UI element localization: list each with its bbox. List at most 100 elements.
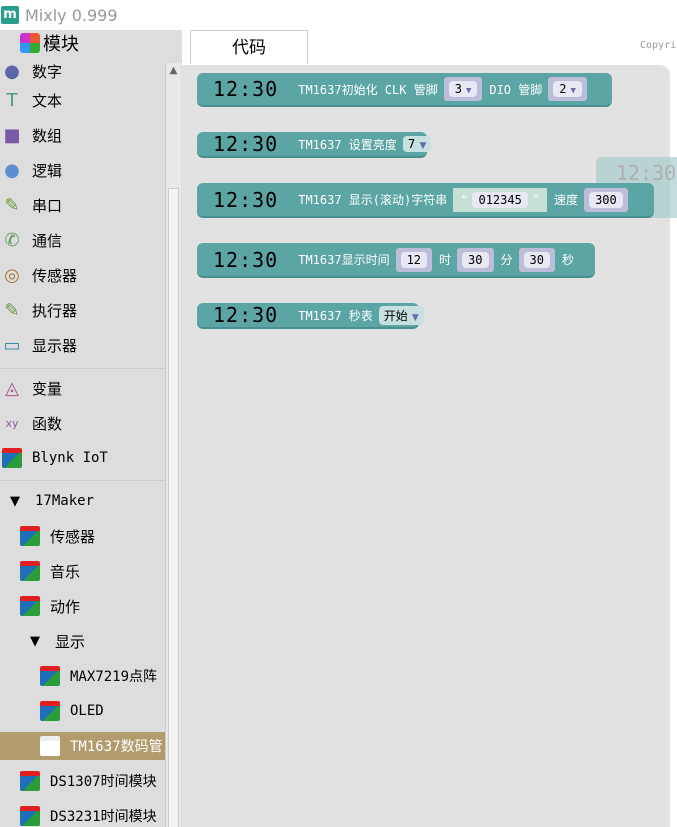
scrollbar-thumb[interactable] [168, 188, 179, 827]
triangle-down-icon: ▼ [30, 633, 40, 649]
dio-pin-dropdown[interactable]: 2▼ [553, 81, 582, 97]
sidebar-item[interactable]: T 文本 [0, 86, 165, 114]
cube-icon [40, 736, 60, 756]
actuator-icon: ✎ [4, 299, 20, 321]
hour-input[interactable]: 12 [400, 251, 428, 268]
minute-input[interactable]: 30 [462, 251, 489, 268]
sidebar-item[interactable]: ✎串口 [0, 191, 165, 219]
tab-code[interactable]: 代码 [190, 30, 308, 64]
sidebar-item-label: TM1637数码管 [70, 739, 163, 755]
block-label: DIO 管脚 [489, 82, 543, 97]
block-label: TM1637 秒表 [298, 308, 373, 323]
block-label: TM1637显示时间 [298, 253, 390, 267]
sidebar-item-label: DS3231时间模块 [50, 809, 157, 825]
string-block[interactable]: “012345” [453, 187, 548, 212]
sidebar-item-label: 传感器 [50, 527, 96, 546]
string-input[interactable]: 012345 [472, 191, 528, 208]
sidebar-item[interactable]: ■ 数组 [0, 121, 165, 149]
sidebar-item[interactable]: Blynk IoT [0, 444, 165, 472]
sidebar-item-label: 变量 [32, 379, 63, 398]
array-icon: ■ [3, 124, 21, 146]
sidebar-item-label: Blynk IoT [32, 450, 108, 466]
sidebar-item[interactable]: DS3231时间模块 [0, 802, 165, 827]
window-title: Mixly 0.999 [25, 5, 118, 25]
tm1637-time-block[interactable]: 12:30 TM1637显示时间 12 时 30 分 30 秒 [197, 243, 595, 278]
tm1637-init-block[interactable]: 12:30 TM1637初始化 CLK 管脚 3▼ DIO 管脚 2▼ [197, 73, 612, 107]
stopwatch-dropdown[interactable]: 开始▼ [378, 305, 424, 325]
sidebar-item[interactable]: ◬ 变量 [0, 374, 165, 402]
sidebar-item[interactable]: xy 函数 [0, 409, 165, 437]
sidebar-item[interactable]: MAX7219点阵 [0, 662, 165, 690]
copyright-text: Copyri [640, 40, 677, 51]
cube-icon [20, 771, 40, 791]
sidebar-item-label: 数组 [32, 126, 63, 145]
sidebar-item-label: 文本 [32, 91, 63, 110]
tm1637-stopwatch-block[interactable]: 12:30 TM1637 秒表 开始▼ [197, 303, 424, 329]
sidebar-item-label: 通信 [32, 231, 63, 250]
clk-pin-dropdown[interactable]: 3▼ [448, 81, 478, 97]
sidebar-scrollbar[interactable]: ▲ [165, 63, 181, 827]
communication-icon: ✆ [4, 229, 20, 251]
cube-icon [40, 701, 60, 721]
display-icon: ▭ [3, 334, 21, 356]
sidebar-item-label: DS1307时间模块 [50, 774, 157, 790]
sidebar-item-label: 数字 [32, 62, 63, 81]
sidebar-item[interactable]: 动作 [0, 592, 165, 620]
sidebar-item-label: OLED [70, 703, 104, 719]
block-label: 分 [500, 253, 513, 267]
sidebar-item[interactable]: TM1637数码管 [0, 732, 165, 760]
logic-icon: ● [4, 159, 20, 181]
brightness-dropdown[interactable]: 7▼ [402, 136, 432, 152]
sidebar-item-label: 串口 [32, 196, 63, 215]
cube-icon [20, 561, 40, 581]
block-label: TM1637 显示(滚动)字符串 [298, 193, 448, 207]
sidebar-item[interactable]: ◎ 传感器 [0, 261, 165, 289]
toolbox-title: 模块 [43, 34, 79, 55]
sidebar-item[interactable]: ▼ 显示 [0, 627, 165, 655]
function-icon: xy [5, 416, 19, 430]
sidebar-item[interactable]: 音乐 [0, 557, 165, 585]
sensor-icon: ◎ [4, 264, 20, 286]
sidebar-item-label: 17Maker [35, 493, 95, 509]
sidebar-item-label: 函数 [32, 414, 63, 433]
speed-input[interactable]: 300 [589, 191, 623, 208]
cube-icon [20, 806, 40, 826]
cube-icon [20, 526, 40, 546]
mixly-logo: m [1, 6, 19, 24]
variable-icon: ◬ [5, 377, 19, 399]
sidebar-item[interactable]: ●逻辑 [0, 156, 165, 184]
tm1637-brightness-block[interactable]: 12:30 TM1637 设置亮度 7▼ [197, 132, 432, 158]
tm1637-scroll-block[interactable]: 12:30 TM1637 显示(滚动)字符串 “012345” 速度 300 [197, 183, 654, 218]
scroll-up-icon[interactable]: ▲ [169, 65, 178, 76]
sidebar-item-label: 显示 [55, 632, 86, 651]
sidebar-item-label: 动作 [50, 597, 81, 616]
clock-icon: 12:30 [213, 187, 279, 212]
clock-icon: 12:30 [213, 77, 279, 101]
sidebar-item[interactable]: ▭ 显示器 [0, 331, 165, 359]
sidebar-item[interactable]: ●数字 [0, 57, 165, 85]
sidebar-item[interactable]: ✆ 通信 [0, 226, 165, 254]
triangle-down-icon: ▼ [10, 493, 20, 509]
title-bar: m Mixly 0.999 [0, 0, 677, 30]
cube-icon [2, 448, 22, 468]
sidebar-item-label: 显示器 [32, 336, 78, 355]
clock-icon: 12:30 [213, 132, 279, 156]
clock-icon: 12:30 [213, 303, 279, 327]
cube-icon [20, 596, 40, 616]
sidebar-item[interactable]: ✎执行器 [0, 296, 165, 324]
text-icon: T [6, 89, 18, 111]
second-input[interactable]: 30 [523, 251, 550, 268]
block-label: 秒 [561, 253, 574, 267]
sidebar-item[interactable]: OLED [0, 697, 165, 725]
sidebar-item-label: 传感器 [32, 266, 78, 285]
divider [0, 368, 165, 369]
clock-icon: 12:30 [213, 247, 279, 272]
block-label: 速度 [554, 193, 579, 207]
block-label: TM1637 设置亮度 [298, 137, 397, 152]
sidebar-item[interactable]: 传感器 [0, 522, 165, 550]
toolbox-header: 模块 [0, 30, 165, 56]
sidebar-item[interactable]: ▼ 17Maker [0, 487, 165, 515]
sidebar-item[interactable]: DS1307时间模块 [0, 767, 165, 795]
sidebar-item-label: MAX7219点阵 [70, 669, 158, 685]
